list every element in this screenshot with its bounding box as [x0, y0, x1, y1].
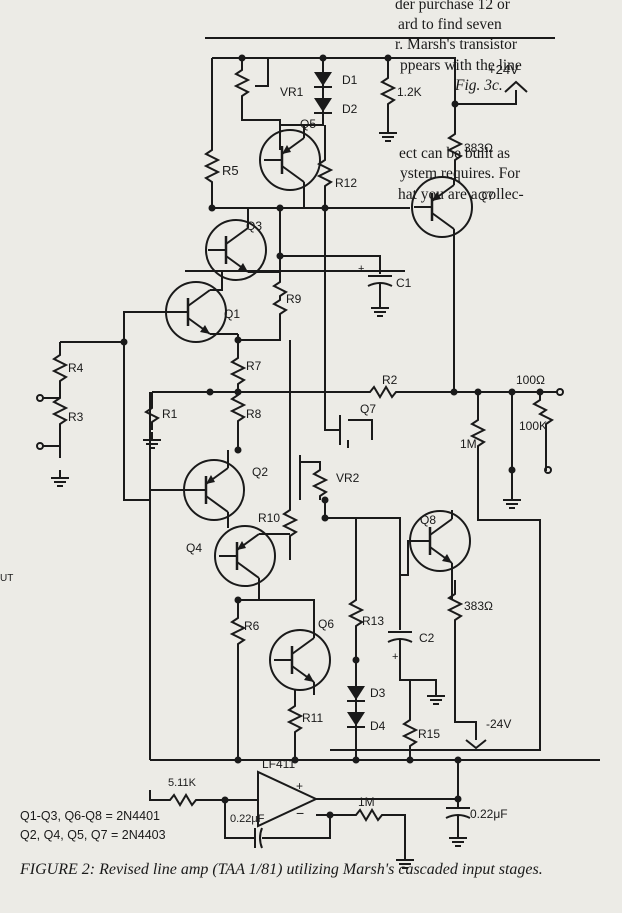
r1-label: R1: [162, 407, 178, 421]
c-022-right-label: 0.22μF: [470, 807, 508, 821]
q3-label: Q3: [246, 219, 262, 233]
c1-label: C1: [396, 276, 412, 290]
r12-label: R12: [335, 176, 357, 190]
article-line: ect can be built as: [399, 145, 511, 162]
margin-fragment: UT: [0, 573, 14, 584]
c2-plus: +: [392, 651, 398, 663]
r-100-label: 100Ω: [516, 373, 545, 387]
opamp-plus: +: [296, 779, 303, 793]
r9-label: R9: [286, 292, 302, 306]
r4-label: R4: [68, 361, 84, 375]
r-100k-label: 100K: [519, 419, 547, 433]
opamp-label: LF411: [262, 757, 295, 771]
r8-label: R8: [246, 407, 262, 421]
c2-label: C2: [419, 631, 435, 645]
parts-list-line: Q1-Q3, Q6-Q8 = 2N4401: [20, 809, 161, 823]
r2-label: R2: [382, 373, 398, 387]
r15-label: R15: [418, 727, 440, 741]
d1-label: D1: [342, 73, 358, 87]
q1-label: Q1: [224, 307, 240, 321]
article-line: der purchase 12 or: [395, 0, 510, 13]
r3-label: R3: [68, 410, 84, 424]
positive-rail: [212, 57, 528, 105]
r10-label: R10: [258, 511, 280, 525]
r11-label: R11: [302, 711, 323, 725]
q7-jfet-label: Q7: [360, 402, 376, 416]
article-line: r. Marsh's transistor: [395, 36, 518, 53]
rule-top: [205, 37, 555, 39]
article-line: hat you are a collec-: [398, 186, 524, 203]
r5-label: R5: [222, 163, 239, 178]
d3-label: D3: [370, 686, 386, 700]
q6-label: Q6: [318, 617, 334, 631]
r13-label: R13: [362, 614, 384, 628]
r-383-bot-label: 383Ω: [464, 599, 493, 613]
d2-label: D2: [342, 102, 358, 116]
vpos-label: +24V: [488, 62, 519, 77]
vneg-label: -24V: [486, 717, 511, 731]
article-line: ard to find seven: [398, 16, 502, 33]
vr2-label: VR2: [336, 471, 360, 485]
junction-dots: [120, 54, 544, 819]
vr1-label: VR1: [280, 85, 304, 99]
r-511k-label: 5.11K: [168, 777, 197, 789]
r-1m-out-label: 1M: [460, 437, 477, 451]
r7-label: R7: [246, 359, 262, 373]
q5-label: Q5: [300, 117, 316, 131]
opamp-minus: −: [296, 805, 304, 821]
q7-label: Q7: [478, 189, 494, 203]
rule-mid: [185, 270, 405, 272]
q2-label: Q2: [252, 465, 268, 479]
q8-label: Q8: [420, 513, 436, 527]
c-022-left-label: 0.22μF: [230, 813, 265, 825]
figure-caption: FIGURE 2: Revised line amp (TAA 1/81) ut…: [20, 861, 543, 878]
r6-label: R6: [244, 619, 260, 633]
r-1k2-label: 1.2K: [397, 85, 422, 99]
article-line: ppears with the line: [400, 57, 522, 74]
c1-plus: +: [358, 263, 364, 275]
q4-label: Q4: [186, 541, 202, 555]
d4-label: D4: [370, 719, 386, 733]
article-line: Fig. 3c.: [455, 77, 503, 94]
r-383-top-label: 383Ω: [464, 141, 493, 155]
parts-list-line: Q2, Q4, Q5, Q7 = 2N4403: [20, 828, 166, 842]
r-1m-fb-label: 1M: [358, 795, 375, 809]
